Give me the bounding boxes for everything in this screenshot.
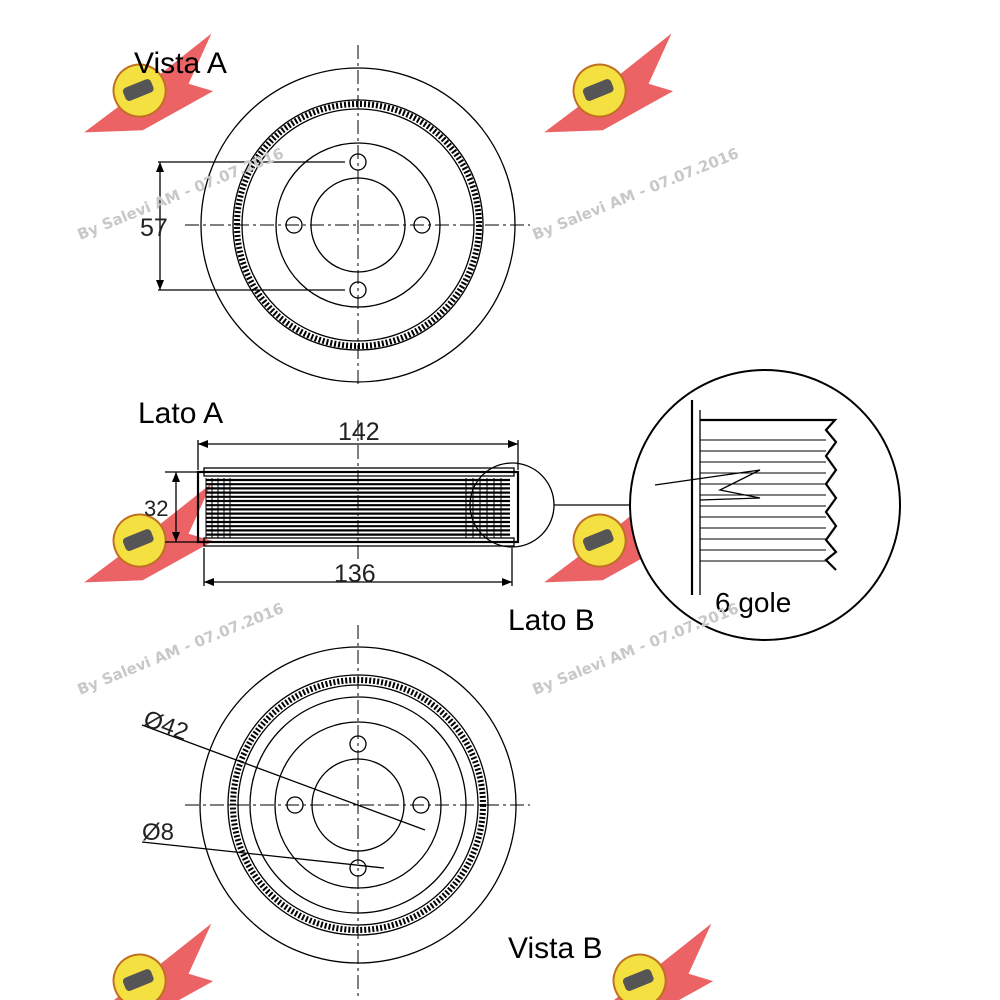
watermark-text: By Salevi AM - 07.07.2016 xyxy=(75,599,287,698)
watermark-text: By Salevi AM - 07.07.2016 xyxy=(75,144,287,243)
view-a xyxy=(156,45,530,385)
dim-bore-diameter: Ø42 xyxy=(140,705,192,746)
dim-thickness: 32 xyxy=(144,496,168,521)
groove-ring xyxy=(234,101,482,349)
dim-hole-diameter: Ø8 xyxy=(142,819,174,846)
watermark-logos xyxy=(84,33,714,1000)
dim-width-inner: 136 xyxy=(334,560,376,588)
side-view xyxy=(165,420,630,586)
watermark-logo xyxy=(84,483,214,583)
label-lato-a: Lato A xyxy=(138,397,223,430)
groove-detail xyxy=(629,369,901,641)
watermark-logo xyxy=(84,33,214,133)
dim-width-outer: 142 xyxy=(338,418,380,446)
label-vista-b: Vista B xyxy=(508,932,603,965)
view-b xyxy=(141,625,530,1000)
label-lato-b: Lato B xyxy=(508,604,595,637)
dim-hole-circle: 57 xyxy=(140,214,168,242)
label-grooves: 6 gole xyxy=(715,587,791,618)
watermark-logo xyxy=(544,33,674,133)
watermark-text: By Salevi AM - 07.07.2016 xyxy=(530,144,742,243)
label-vista-a: Vista A xyxy=(134,47,227,80)
belt-grooves xyxy=(205,478,510,538)
watermark-logo xyxy=(584,923,714,1000)
watermark-logo xyxy=(84,923,214,1000)
